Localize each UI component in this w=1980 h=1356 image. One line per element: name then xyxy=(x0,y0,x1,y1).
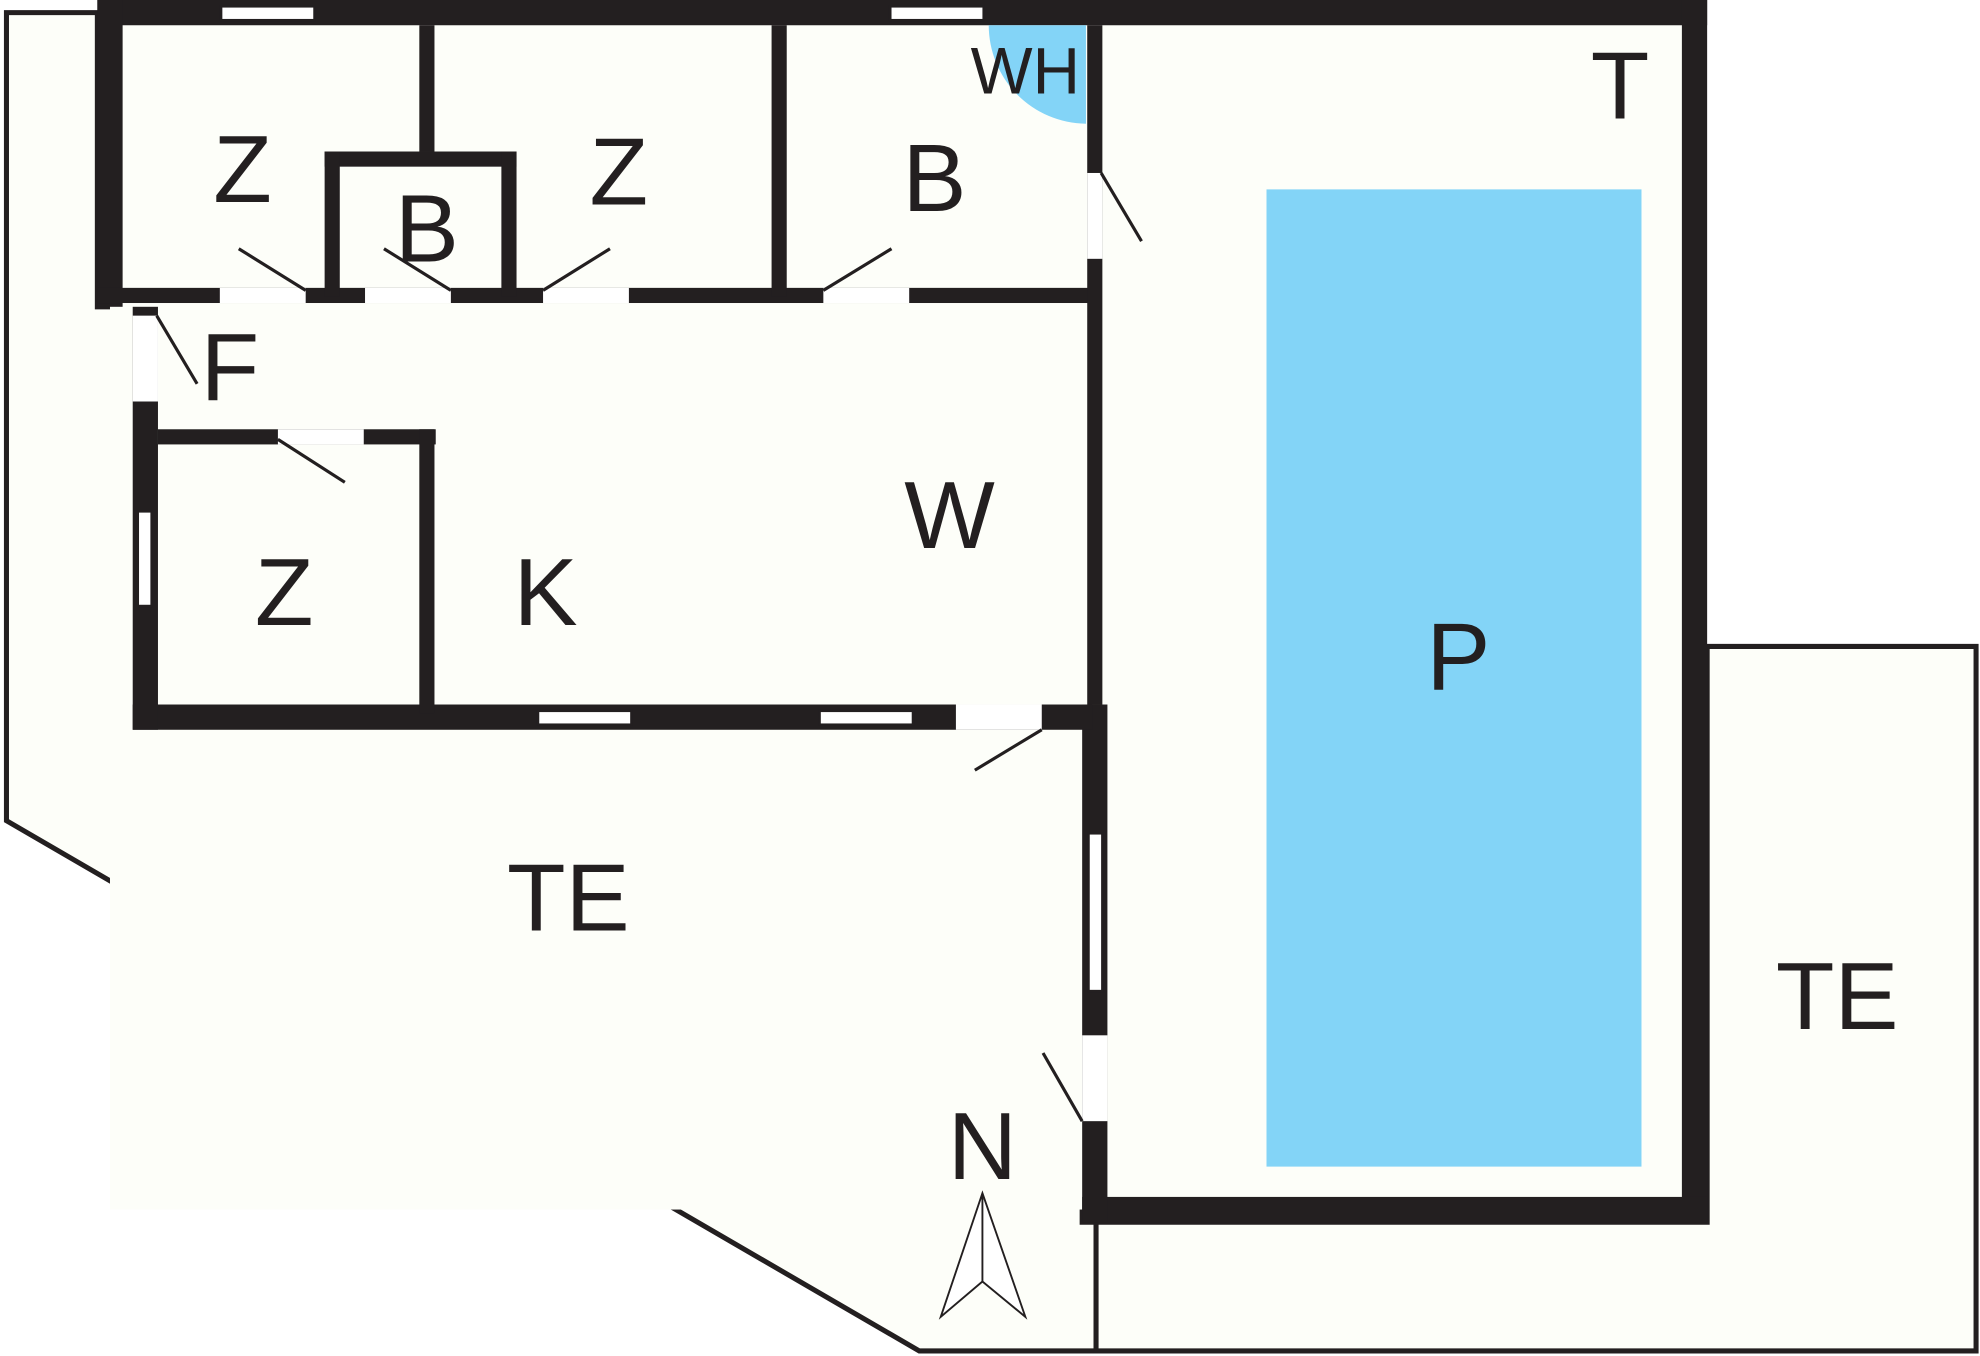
pool xyxy=(1266,189,1642,1167)
doors xyxy=(155,172,1143,1122)
water-heater-area xyxy=(988,25,1086,124)
windows xyxy=(132,5,1108,1122)
room-label-bedroom-3: Z xyxy=(255,539,314,646)
room-label-bathroom-1: B xyxy=(395,175,459,282)
room-label-bedroom-1: Z xyxy=(213,116,272,223)
north-arrow-icon: N xyxy=(938,1093,1028,1320)
room-label-living: W xyxy=(904,462,995,569)
room-label-terrace-pool: T xyxy=(1591,33,1650,140)
room-label-terrace-1: TE xyxy=(507,845,630,952)
room-label-pool: P xyxy=(1426,603,1490,710)
room-label-kitchen: K xyxy=(514,539,578,646)
room-label-terrace-2: TE xyxy=(1776,943,1899,1050)
compass-label: N xyxy=(948,1093,1017,1200)
room-label-bedroom-2: Z xyxy=(589,119,648,226)
room-label-hallway: F xyxy=(201,314,260,421)
room-label-bathroom-2: B xyxy=(902,125,966,232)
room-label-water-heater: WH xyxy=(971,34,1080,107)
